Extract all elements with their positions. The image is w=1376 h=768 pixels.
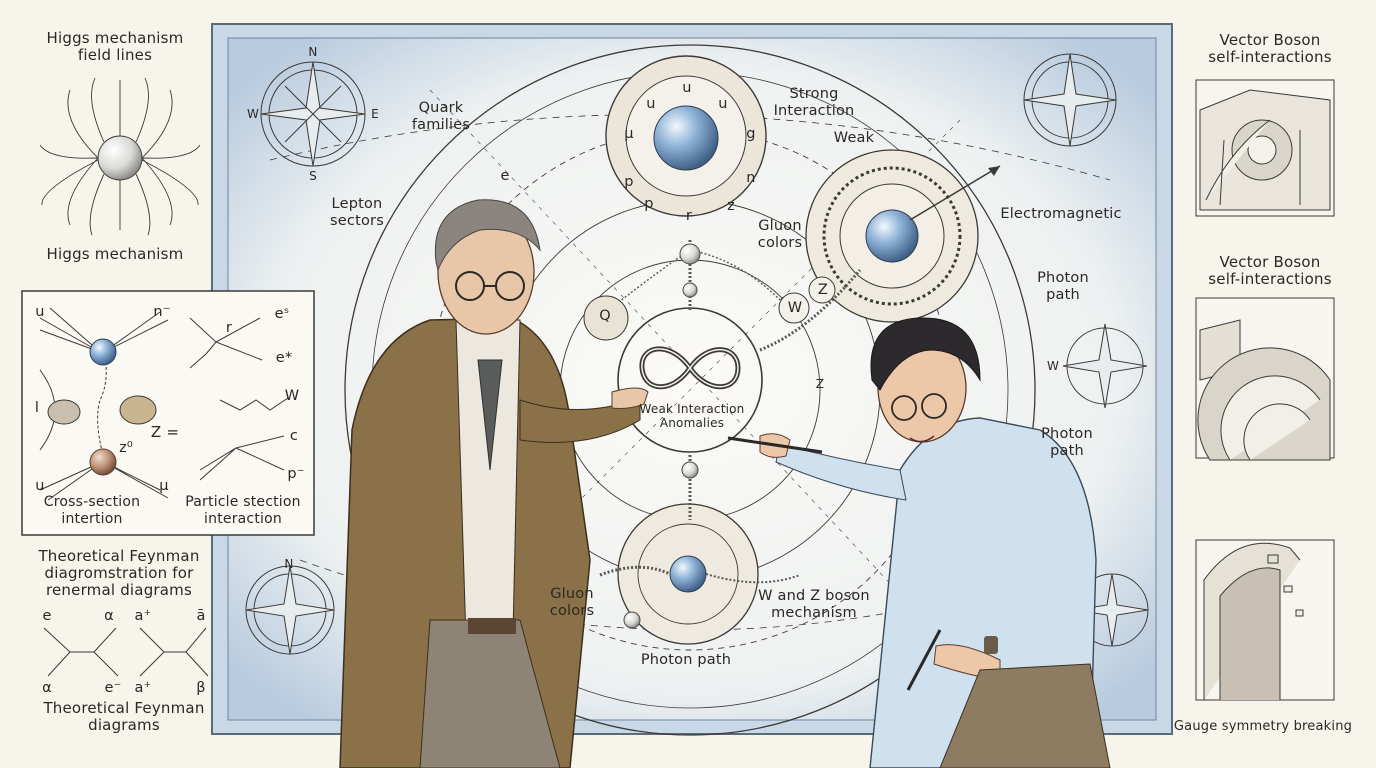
panel-particle-section-label: Particle stection interaction — [185, 494, 301, 527]
compass-letter-s: S — [309, 169, 317, 183]
label-lepton-sectors: Lepton sectors — [330, 196, 384, 229]
compass-rose-r — [1062, 323, 1148, 409]
diagram-symbol-a-bar: ā — [196, 608, 206, 624]
quark-u-3: u — [718, 96, 728, 112]
diagram-symbol-alpha-2: α — [42, 680, 52, 696]
compass-letter-w-right: W — [1046, 359, 1060, 373]
boson-z-tag: Z — [817, 282, 829, 298]
vector-boson-sketch-1 — [1195, 79, 1335, 217]
weak-gear — [805, 149, 1001, 323]
compass-letter-w-left: W — [246, 107, 260, 121]
higgs-caption: Higgs mechanism — [46, 245, 184, 263]
panel-cross-section-label: Cross-section intertion — [43, 494, 141, 527]
quark-u-1: u — [646, 96, 656, 112]
panel-particle-c: c — [289, 428, 299, 444]
gauge-arch-sketch — [1195, 539, 1335, 701]
label-gluon-colors-top: Gluon colors — [757, 218, 803, 251]
vector-boson-caption-1: Vector Boson self-interactions — [1208, 31, 1332, 66]
compass-rose-tl — [260, 61, 366, 167]
quark-u-2: u — [682, 80, 692, 96]
label-photon-path-2: Photon path — [1041, 426, 1093, 459]
compass-letter-e: E — [371, 107, 379, 121]
diagram-symbol-a-plus-2: a⁺ — [134, 680, 152, 696]
label-quark-families: Quark families — [411, 100, 471, 133]
quark-g: g — [746, 126, 756, 142]
quark-r: r — [685, 208, 693, 224]
panel-particle-u-top: u — [35, 304, 45, 320]
higgs-field-title: Higgs mechanism field lines — [46, 29, 184, 64]
boson-w-tag: W — [787, 300, 803, 316]
gauge-symmetry-caption: Gauge symmetry breaking — [1173, 719, 1353, 734]
theoretical-title: Theoretical Feynman diagromstration for … — [38, 547, 200, 599]
label-gluon-colors-bottom: Gluon colors — [549, 586, 595, 619]
panel-particle-p: p⁻ — [287, 466, 305, 482]
compass-rose-tr — [1023, 53, 1117, 147]
compass-letter-n-bottom: N — [284, 557, 294, 571]
label-z: Z — [815, 377, 825, 391]
quark-z: z — [727, 198, 735, 214]
boson-q-tag: Q — [599, 308, 611, 324]
compass-letter-n: N — [308, 45, 318, 59]
vector-boson-caption-2: Vector Boson self-interactions — [1208, 253, 1332, 288]
panel-z-formula: Z = — [150, 423, 180, 441]
panel-particle-l: l — [34, 400, 40, 416]
diagram-symbol-alpha-1: α — [104, 608, 114, 624]
bottom-boson-ring — [617, 503, 759, 645]
diagram-symbol-e-minus: e⁻ — [104, 680, 122, 696]
panel-particle-w: W — [284, 388, 300, 404]
label-electromagnetic: Electromagnetic — [1000, 206, 1122, 222]
quark-n: n — [746, 170, 756, 186]
diagram-symbol-beta: β — [196, 680, 206, 696]
label-strong-interaction: Strong Interaction — [773, 86, 855, 119]
panel-particle-r: r — [225, 320, 233, 336]
label-wz-boson: W and Z boson mechanism — [758, 588, 870, 621]
quark-p-2: p — [624, 174, 634, 190]
compass-rose-bl — [245, 565, 335, 655]
higgs-field-sketch — [39, 77, 201, 236]
panel-particle-es: eˢ — [274, 306, 290, 322]
label-photon-path-bottom: Photon path — [640, 652, 732, 668]
student-figure — [727, 317, 1111, 768]
quark-mu: μ — [624, 126, 634, 142]
vector-boson-sketch-2 — [1195, 297, 1335, 461]
panel-particle-u-bottom: u — [35, 478, 45, 494]
diagram-symbol-e: e — [42, 608, 52, 624]
panel-particle-mu: μ — [159, 478, 169, 494]
panel-particle-n: n⁻ — [153, 304, 171, 320]
panel-particle-z0: z⁰ — [119, 440, 133, 456]
label-weak: Weak — [833, 130, 875, 146]
quark-ring — [605, 55, 767, 217]
theoretical-caption: Theoretical Feynman diagrams — [43, 699, 205, 734]
professor-figure — [339, 199, 649, 768]
quark-p-1: p — [644, 196, 654, 212]
boson-e-tag: e — [500, 168, 510, 184]
label-photon-path-1: Photon path — [1037, 270, 1089, 303]
diagram-symbol-a-plus-1: a⁺ — [134, 608, 152, 624]
label-center-title: Weak Interaction Anomalies — [639, 402, 745, 430]
panel-particle-e-star: e* — [275, 350, 293, 366]
